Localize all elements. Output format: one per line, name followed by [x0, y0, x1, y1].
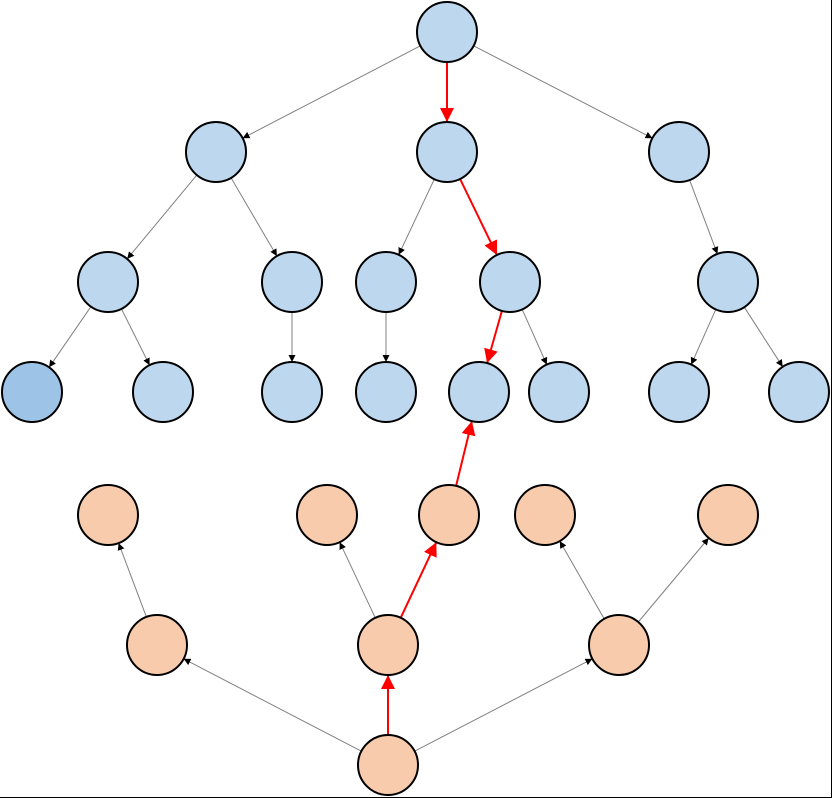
blue-tree-node-b3 — [648, 121, 710, 183]
blue-tree-node-b1 — [185, 121, 247, 183]
blue-tree-edge-b1-b4 — [126, 174, 198, 260]
blue-tree-node-b14 — [528, 361, 590, 423]
orange-tree-edge-o3-o8 — [637, 537, 710, 623]
orange-tree-node-o8 — [697, 484, 759, 546]
highlighted-bridge-edge-o6-b13 — [455, 420, 476, 487]
blue-tree-node-b16 — [768, 361, 830, 423]
blue-tree-edge-b7-b14 — [521, 309, 548, 365]
blue-tree-node-b5 — [261, 251, 323, 313]
orange-tree-node-o2 — [357, 614, 419, 676]
orange-tree-node-o0 — [357, 734, 419, 796]
blue-tree-node-b6 — [355, 251, 417, 313]
highlighted-blue-tree-edge-b7-b13 — [484, 310, 503, 364]
blue-tree-node-b0 — [416, 1, 478, 63]
blue-tree-node-b2 — [416, 121, 478, 183]
orange-tree-node-o7 — [514, 484, 576, 546]
blue-tree-node-b8 — [697, 251, 759, 313]
blue-tree-node-b10 — [132, 361, 194, 423]
blue-tree-edge-b4-b9 — [48, 306, 92, 368]
blue-tree-edge-b1-b5 — [230, 177, 278, 257]
edges-layer — [48, 45, 784, 752]
blue-tree-node-b15 — [648, 361, 710, 423]
blue-tree-node-b4 — [77, 251, 139, 313]
blue-tree-node-b13 — [448, 361, 510, 423]
blue-tree-edge-b2-b6 — [398, 178, 435, 256]
orange-tree-node-o5 — [296, 484, 358, 546]
orange-tree-edge-o0-o1 — [183, 658, 362, 752]
blue-tree-node-b11 — [261, 361, 323, 423]
blue-tree-node-b12 — [355, 361, 417, 423]
highlighted-orange-tree-edge-o2-o6 — [399, 541, 438, 619]
highlighted-blue-tree-edge-b2-b7 — [459, 178, 498, 256]
blue-tree-node-b7 — [479, 251, 541, 313]
orange-tree-node-o1 — [126, 614, 188, 676]
blue-tree-edge-b0-b1 — [242, 45, 421, 139]
orange-tree-edge-o2-o5 — [339, 541, 376, 619]
orange-tree-edge-o1-o4 — [117, 542, 147, 618]
blue-tree-node-b9 — [1, 361, 63, 423]
blue-tree-edge-b8-b16 — [743, 306, 784, 368]
blue-tree-edge-b4-b10 — [120, 308, 151, 366]
orange-tree-edge-o3-o7 — [559, 540, 605, 620]
orange-tree-node-o6 — [418, 484, 480, 546]
blue-tree-edge-b0-b3 — [473, 45, 653, 139]
blue-tree-edge-b3-b8 — [689, 179, 719, 255]
orange-tree-edge-o0-o3 — [414, 658, 593, 752]
blue-tree-edge-b8-b15 — [690, 309, 717, 365]
orange-tree-node-o4 — [77, 484, 139, 546]
orange-tree-node-o3 — [588, 614, 650, 676]
